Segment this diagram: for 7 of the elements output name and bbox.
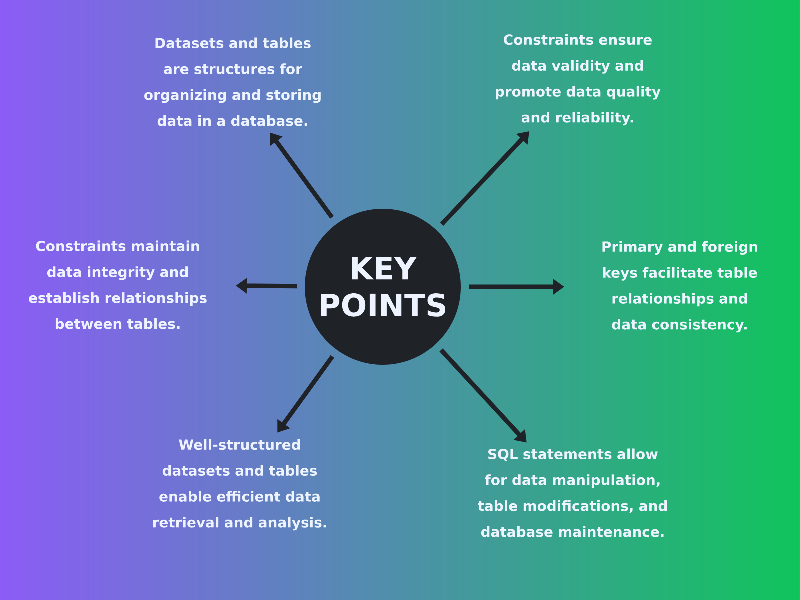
key-point-text: Constraints maintain data integrity and establish relationships between tables.	[29, 240, 207, 330]
key-point-text: SQL statements allow for data manipulation, table modifications, and database maintenance.	[478, 448, 668, 538]
key-point-text: Constraints ensure data validity and promote data quality and reliability.	[496, 34, 661, 126]
arrow	[440, 132, 530, 226]
key-point-text: Primary and foreign keys facilitate table relationships and data consistency.	[602, 241, 758, 333]
key-point-text: Well-structured datasets and tables enable efficient data retrieval and analysis.	[154, 439, 326, 531]
key-point-text: Datasets and tables are structures for organizing and storing data in a database.	[144, 38, 321, 126]
